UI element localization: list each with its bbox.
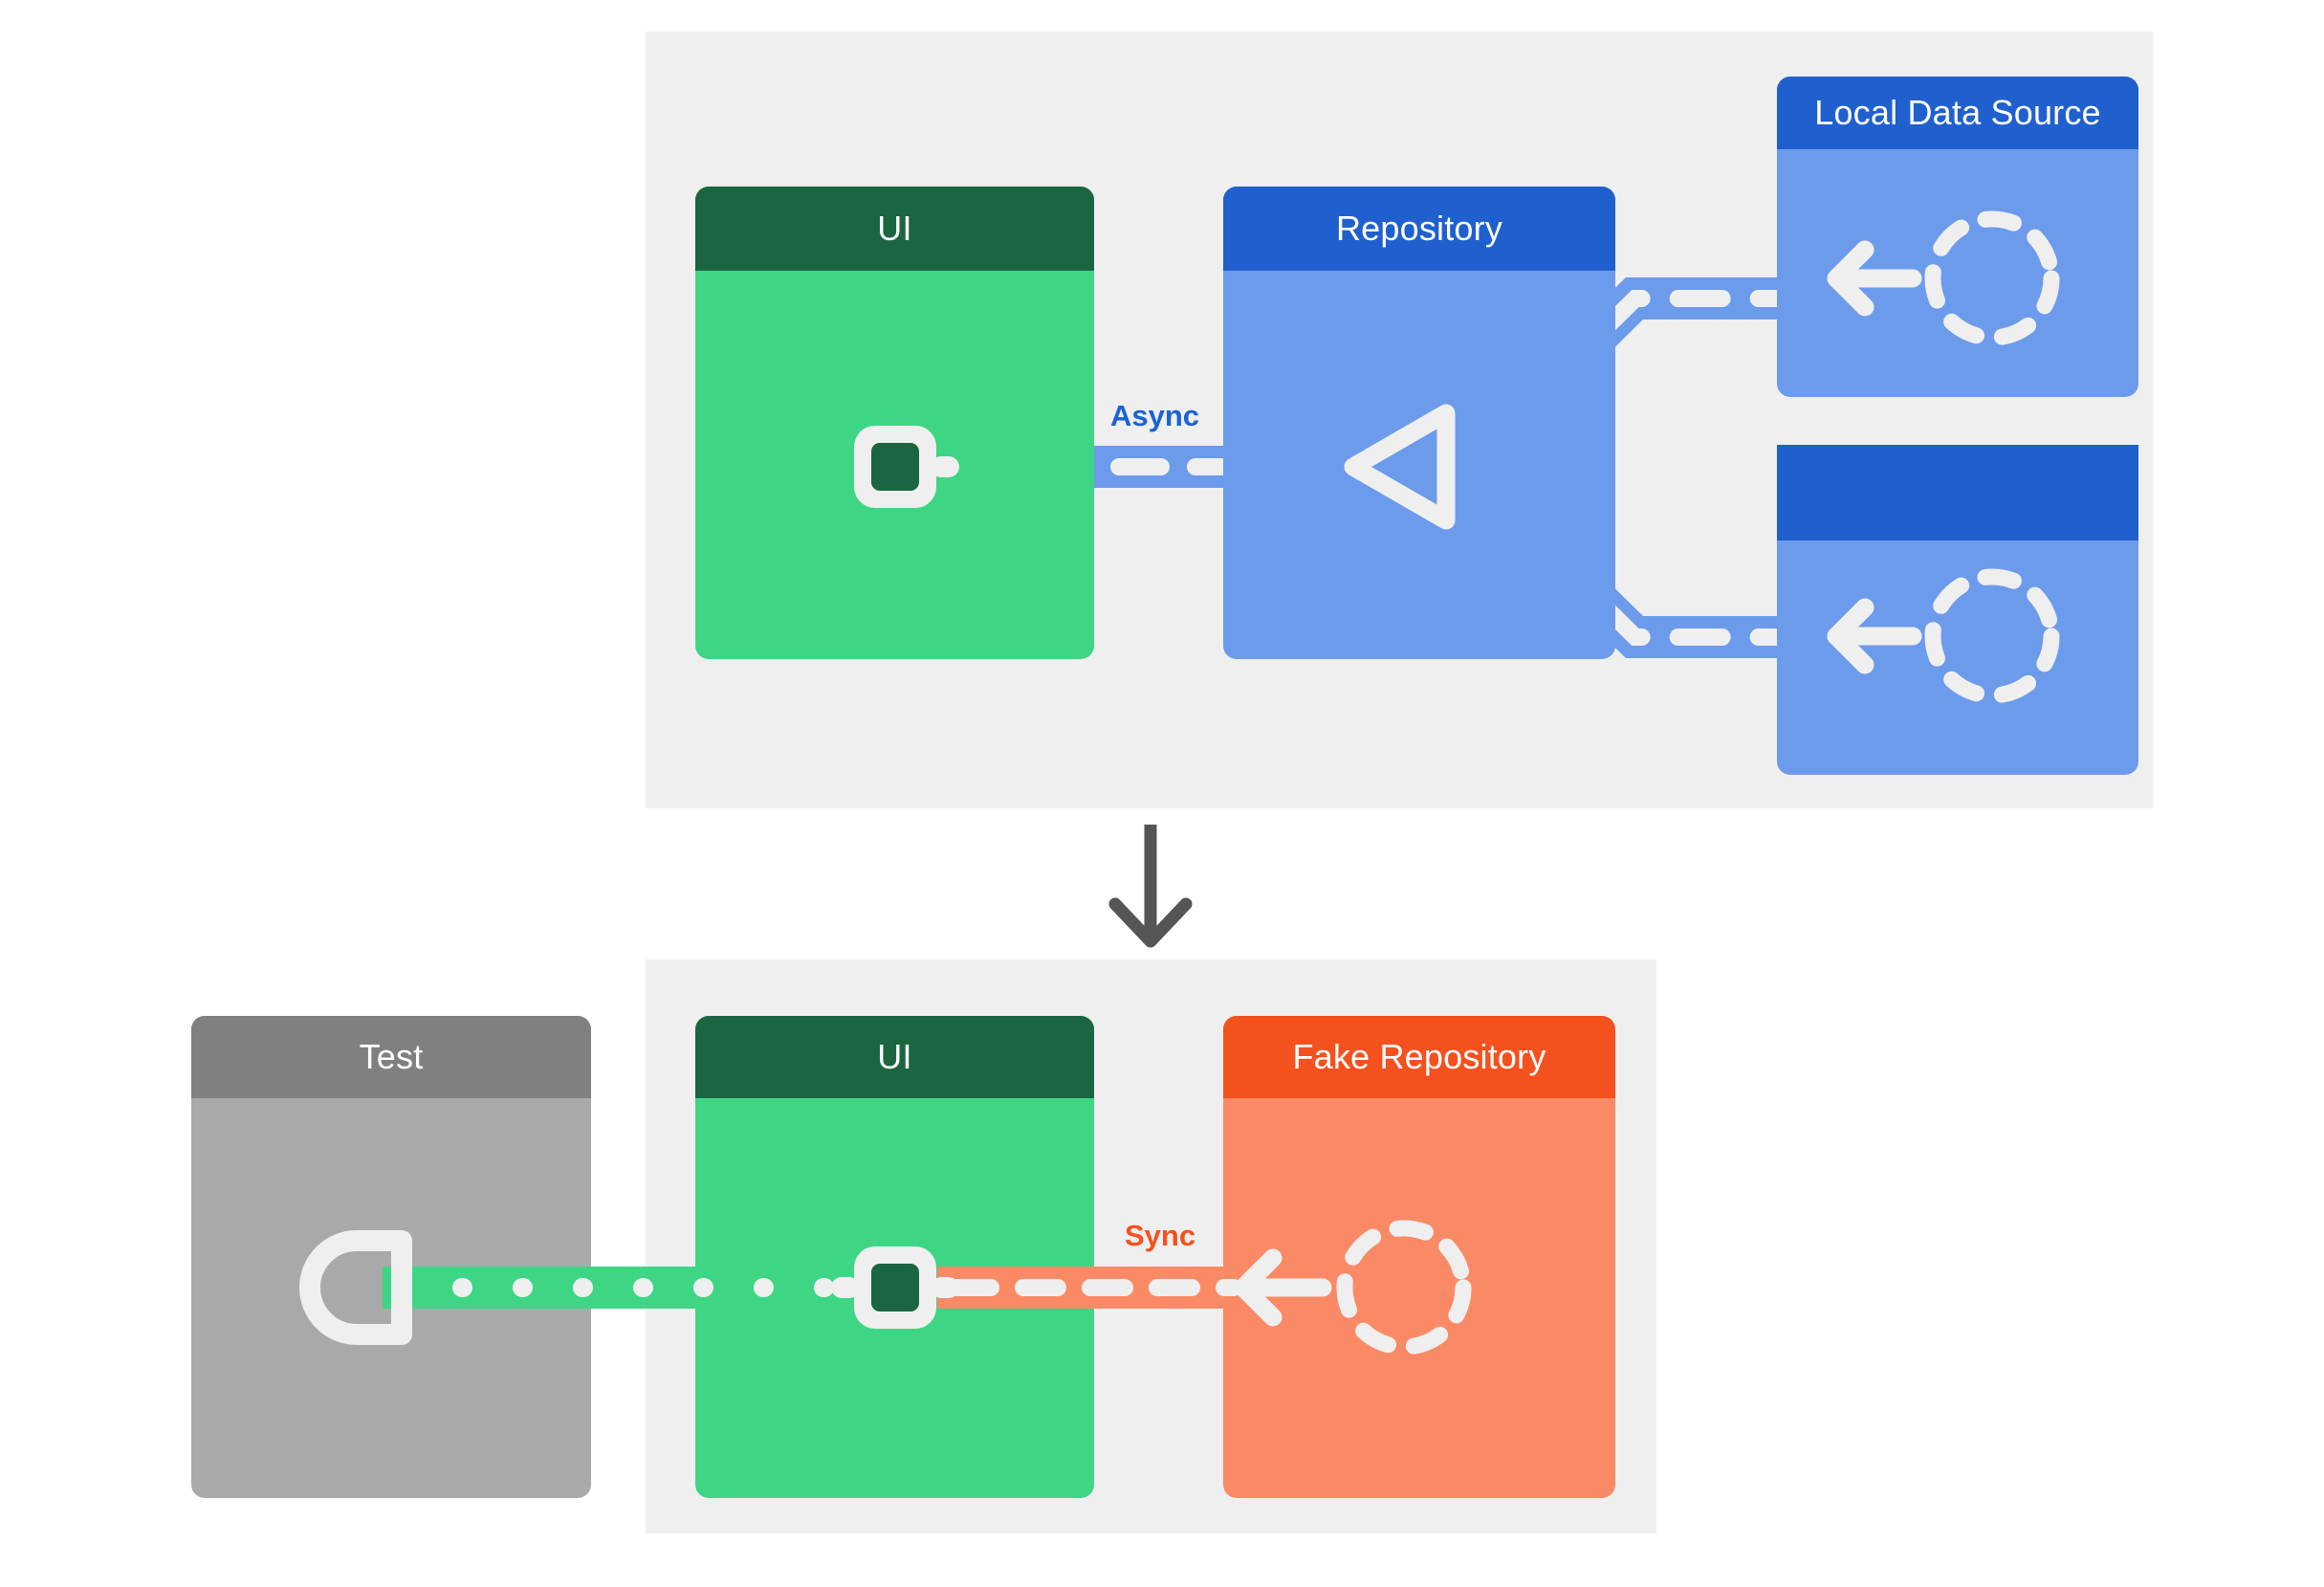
node-local-data-source[interactable]: Local Data Source xyxy=(1777,77,2138,397)
connector-label-async: Async xyxy=(1103,397,1208,435)
node-test[interactable]: Test xyxy=(191,1016,591,1498)
node-fake-repository[interactable]: Fake Repository xyxy=(1223,1016,1615,1498)
node-ui-test[interactable]: UI xyxy=(695,1016,1094,1498)
node-remote-data-source[interactable]: Remote Data Source xyxy=(1777,445,2138,775)
node-local-data-source-header: Local Data Source xyxy=(1777,77,2138,149)
node-ui-production-header: UI xyxy=(695,187,1094,271)
node-ui-production-label: UI xyxy=(877,208,912,248)
node-fake-repository-label: Fake Repository xyxy=(1292,1036,1546,1076)
node-test-label: Test xyxy=(359,1036,424,1076)
node-remote-data-source-header: Remote Data Source xyxy=(1829,445,2087,540)
node-repository[interactable]: Repository xyxy=(1223,187,1615,659)
node-ui-test-body xyxy=(695,1098,1094,1498)
node-repository-label: Repository xyxy=(1335,208,1503,248)
node-test-header: Test xyxy=(191,1016,591,1098)
connector-label-sync: Sync xyxy=(1117,1217,1204,1255)
node-remote-data-source-body xyxy=(1777,540,2138,775)
node-remote-data-source-label: Remote Data Source xyxy=(1854,452,2061,532)
node-repository-body xyxy=(1223,271,1615,659)
node-fake-repository-header: Fake Repository xyxy=(1223,1016,1615,1098)
node-repository-header: Repository xyxy=(1223,187,1615,271)
node-fake-repository-body xyxy=(1223,1098,1615,1498)
down-arrow-icon xyxy=(1108,825,1193,948)
node-ui-test-label: UI xyxy=(877,1036,912,1076)
node-test-body xyxy=(191,1098,591,1498)
node-local-data-source-label: Local Data Source xyxy=(1814,92,2101,132)
node-ui-test-header: UI xyxy=(695,1016,1094,1098)
node-ui-production-body xyxy=(695,271,1094,659)
connector-label-sync-text: Sync xyxy=(1125,1219,1196,1252)
node-local-data-source-body xyxy=(1777,149,2138,397)
node-ui-production[interactable]: UI xyxy=(695,187,1094,659)
connector-label-async-text: Async xyxy=(1110,399,1200,432)
